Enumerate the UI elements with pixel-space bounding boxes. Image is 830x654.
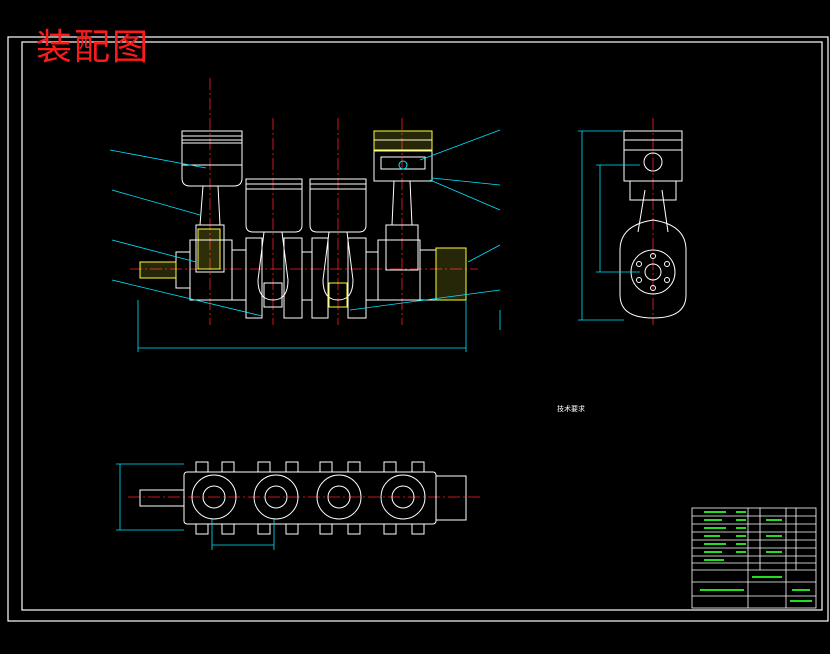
title-block [691,507,817,609]
parts-list-rows [692,515,816,564]
top-dimensions [116,463,275,550]
web-tabs [195,461,425,535]
side-dimensions [578,130,640,321]
piston-3 [309,178,367,308]
front-view [109,78,501,352]
side-view [578,118,687,325]
wrist-pin [398,160,408,170]
bolt-circle [636,253,670,291]
inner-frame [21,41,823,611]
drawing-title: 装配图 [36,27,151,68]
journal-rings [191,474,426,520]
piston-2 [245,178,303,308]
outer-frame [7,36,829,622]
technical-requirements-heading: 技术要求 [557,405,585,413]
bearing-hatch-1 [197,228,221,270]
piston-4-hatch [373,130,433,152]
crankshaft-front [139,237,467,319]
shaft-end-hatch [139,261,177,279]
piston-4 [373,130,433,271]
piston-1 [181,130,243,273]
flywheel-hatch [435,247,467,301]
top-view [116,461,480,550]
parts-list-entries [700,511,812,602]
front-dimensions [109,129,501,352]
